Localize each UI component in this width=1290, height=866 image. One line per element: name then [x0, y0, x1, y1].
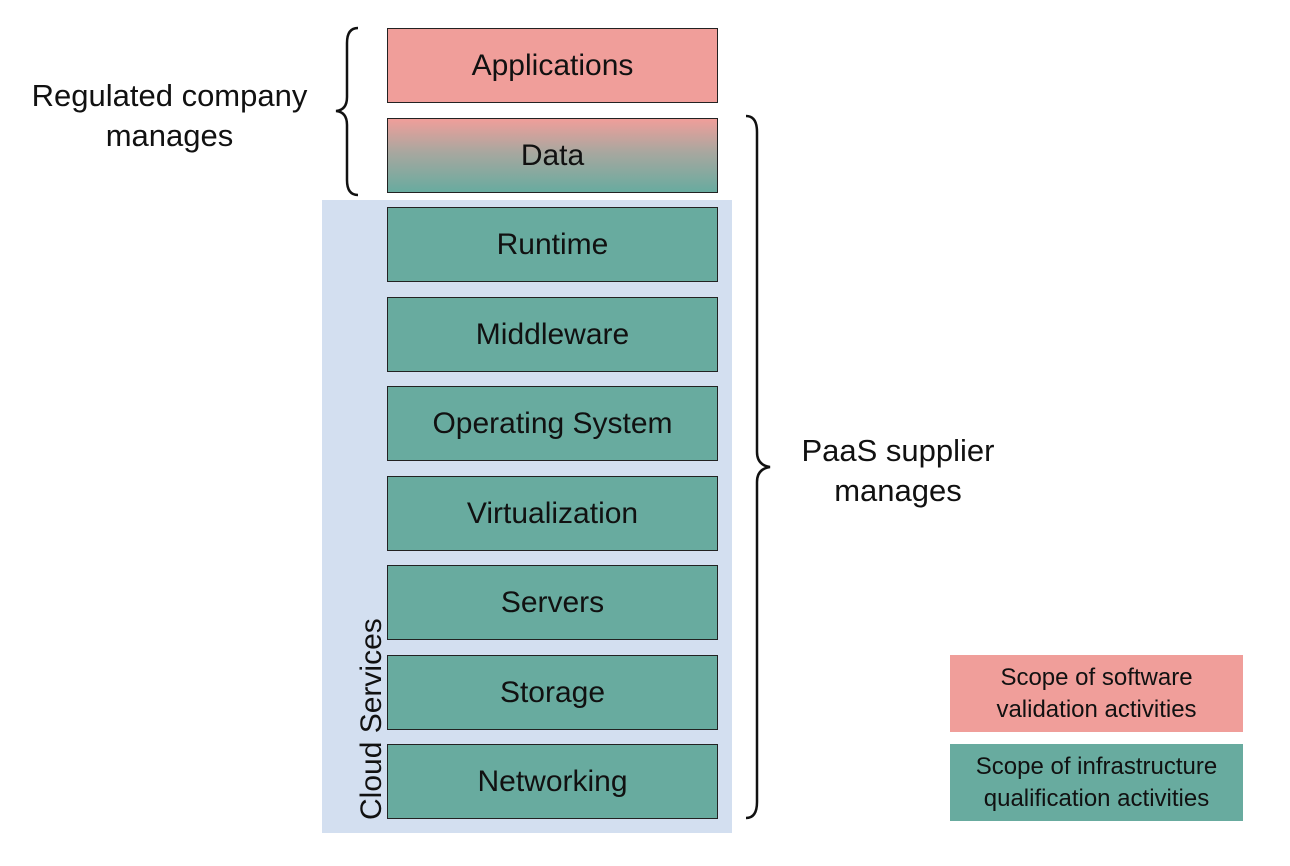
- layer-label: Storage: [499, 675, 606, 709]
- cloud-services-label: Cloud Services: [355, 618, 388, 820]
- legend-infrastructure-line1: Scope of infrastructure: [975, 752, 1218, 780]
- layer-operating-system: Operating System: [387, 386, 718, 461]
- layer-label: Servers: [500, 585, 605, 619]
- layer-label: Middleware: [475, 317, 630, 351]
- paas-label-line1: PaaS supplier: [801, 433, 995, 468]
- layer-label: Data: [520, 138, 585, 172]
- regulated-company-label: Regulated company manages: [22, 76, 317, 156]
- regulated-company-brace: [335, 26, 359, 197]
- paas-supplier-label: PaaS supplier manages: [792, 431, 1004, 511]
- layer-label: Networking: [477, 764, 628, 798]
- legend-software-line1: Scope of software: [1000, 663, 1193, 691]
- regulated-label-line2: manages: [105, 118, 234, 153]
- regulated-label-line1: Regulated company: [31, 78, 308, 113]
- layer-runtime: Runtime: [387, 207, 718, 282]
- layer-storage: Storage: [387, 655, 718, 730]
- layer-label: Runtime: [496, 227, 609, 261]
- paas-supplier-brace: [745, 114, 771, 820]
- layer-virtualization: Virtualization: [387, 476, 718, 551]
- legend-software-validation: Scope of software validation activities: [950, 655, 1243, 732]
- layer-label: Virtualization: [466, 496, 639, 530]
- legend-software-line2: validation activities: [996, 695, 1197, 723]
- legend-infrastructure-line2: qualification activities: [983, 784, 1210, 812]
- layer-label: Operating System: [432, 406, 673, 440]
- layer-data: Data: [387, 118, 718, 193]
- layer-servers: Servers: [387, 565, 718, 640]
- paas-label-line2: manages: [834, 473, 962, 508]
- layer-networking: Networking: [387, 744, 718, 819]
- layer-applications: Applications: [387, 28, 718, 103]
- layer-middleware: Middleware: [387, 297, 718, 372]
- layer-label: Applications: [471, 48, 634, 82]
- legend-infrastructure-qualification: Scope of infrastructure qualification ac…: [950, 744, 1243, 821]
